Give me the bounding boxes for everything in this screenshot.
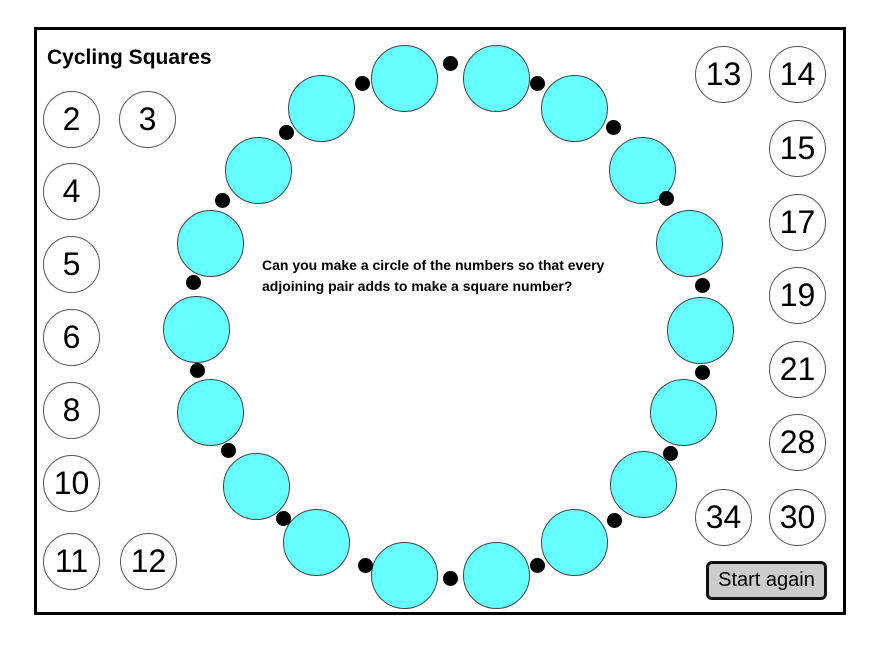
connector-dot — [355, 76, 370, 91]
number-token[interactable]: 11 — [43, 533, 100, 590]
connector-dot — [358, 558, 373, 573]
ring-slot[interactable] — [371, 45, 438, 112]
connector-dot — [443, 56, 458, 71]
connector-dot — [221, 443, 236, 458]
number-token[interactable]: 15 — [769, 120, 826, 177]
ring-slot[interactable] — [650, 379, 717, 446]
connector-dot — [695, 365, 710, 380]
connector-dot — [606, 120, 621, 135]
connector-dot — [190, 363, 205, 378]
ring-slot[interactable] — [463, 45, 530, 112]
number-token[interactable]: 13 — [695, 46, 752, 103]
number-token[interactable]: 4 — [43, 163, 100, 220]
number-token[interactable]: 28 — [769, 414, 826, 471]
ring-slot[interactable] — [656, 210, 723, 277]
ring-slot[interactable] — [225, 137, 292, 204]
connector-dot — [695, 278, 710, 293]
number-token[interactable]: 14 — [769, 46, 826, 103]
connector-dot — [530, 76, 545, 91]
number-token[interactable]: 12 — [120, 533, 177, 590]
connector-dot — [663, 446, 678, 461]
connector-dot — [530, 558, 545, 573]
connector-dot — [186, 275, 201, 290]
number-token[interactable]: 21 — [769, 341, 826, 398]
number-token[interactable]: 6 — [43, 309, 100, 366]
ring-slot[interactable] — [463, 542, 530, 609]
connector-dot — [607, 513, 622, 528]
ring-slot[interactable] — [163, 296, 230, 363]
ring-slot[interactable] — [177, 379, 244, 446]
ring-slot[interactable] — [223, 453, 290, 520]
ring-slot[interactable] — [667, 297, 734, 364]
connector-dot — [279, 125, 294, 140]
number-token[interactable]: 10 — [43, 455, 100, 512]
ring-slot[interactable] — [541, 509, 608, 576]
ring-slot[interactable] — [177, 210, 244, 277]
connector-dot — [215, 193, 230, 208]
number-token[interactable]: 5 — [43, 236, 100, 293]
number-token[interactable]: 2 — [43, 91, 100, 148]
ring-slot[interactable] — [371, 542, 438, 609]
ring-slot[interactable] — [283, 509, 350, 576]
question-text: Can you make a circle of the numbers so … — [262, 257, 605, 294]
number-token[interactable]: 3 — [119, 91, 176, 148]
start-again-button[interactable]: Start again — [706, 561, 827, 600]
connector-dot — [276, 511, 291, 526]
number-token[interactable]: 30 — [769, 489, 826, 546]
number-token[interactable]: 19 — [769, 267, 826, 324]
number-token[interactable]: 17 — [769, 194, 826, 251]
ring-slot[interactable] — [541, 75, 608, 142]
ring-slot[interactable] — [610, 451, 677, 518]
connector-dot — [659, 191, 674, 206]
connector-dot — [443, 571, 458, 586]
ring-slot[interactable] — [288, 75, 355, 142]
game-title: Cycling Squares — [47, 46, 212, 69]
number-token[interactable]: 34 — [695, 489, 752, 546]
number-token[interactable]: 8 — [43, 382, 100, 439]
